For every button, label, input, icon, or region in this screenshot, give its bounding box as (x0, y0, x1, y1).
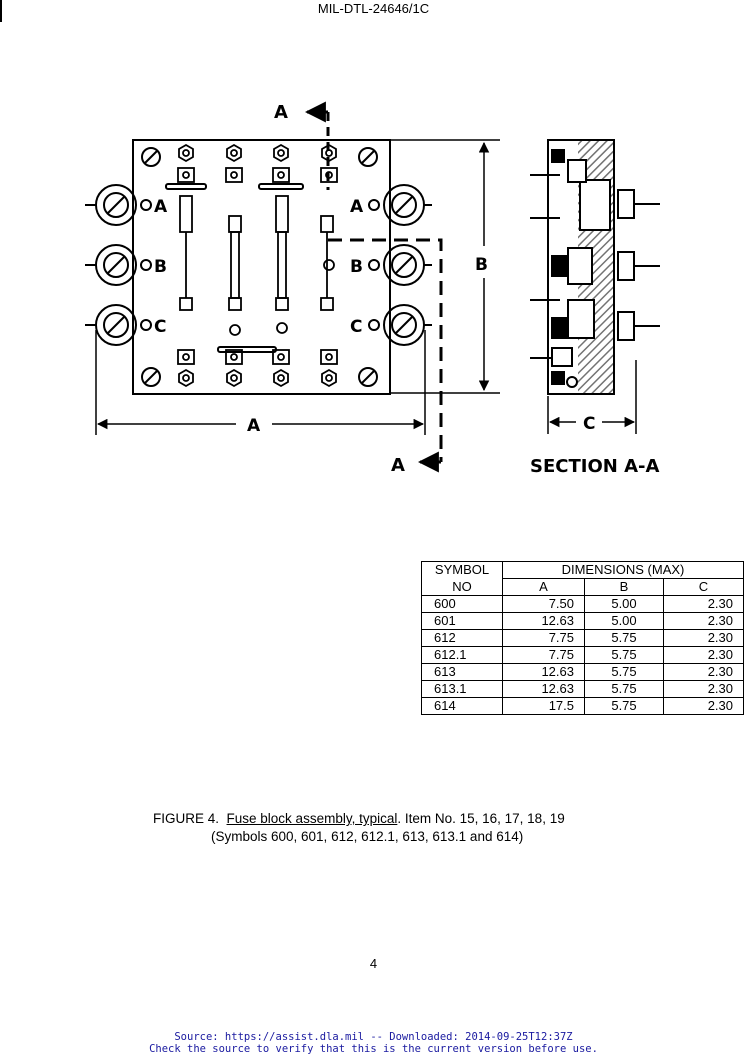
cell-a: 7.50 (502, 595, 585, 613)
dim-b-label: B (475, 255, 488, 275)
cell-b: 5.00 (584, 595, 664, 613)
table-header-c: C (663, 578, 744, 596)
dim-c-label: C (583, 414, 595, 434)
cell-symbol: 613.1 (421, 680, 503, 698)
cell-c: 2.30 (663, 663, 744, 681)
cell-a: 12.63 (502, 612, 585, 630)
lug-screws (140, 199, 380, 331)
table-header-a: A (502, 578, 585, 596)
figure-items: . Item No. 15, 16, 17, 18, 19 (397, 811, 565, 826)
bus-bars (165, 183, 304, 353)
cell-c: 2.30 (663, 646, 744, 664)
dim-a-label: A (247, 416, 261, 436)
table-header-no: NO (421, 578, 503, 596)
source-line-1: Source: https://assist.dla.mil -- Downlo… (174, 1031, 573, 1043)
section-title: SECTION A-A (530, 456, 659, 477)
page-edge-mark (0, 0, 2, 22)
cell-symbol: 612.1 (421, 646, 503, 664)
cell-b: 5.75 (584, 697, 664, 715)
cell-a: 12.63 (502, 680, 585, 698)
side-lugs (85, 184, 432, 346)
source-notice: Source: https://assist.dla.mil -- Downlo… (0, 1031, 747, 1055)
top-terminals (177, 143, 338, 183)
fuse-block-drawing: A B C A B C A A A B (85, 101, 660, 477)
cell-c: 2.30 (663, 680, 744, 698)
page-number: 4 (369, 956, 378, 971)
cell-b: 5.75 (584, 629, 664, 647)
figure-number: FIGURE 4. (153, 811, 220, 826)
terminal-label-right-a: A (350, 197, 364, 217)
cell-c: 2.30 (663, 629, 744, 647)
dimension-a (95, 330, 426, 435)
source-line-2: Check the source to verify that this is … (149, 1043, 598, 1055)
cell-symbol: 600 (421, 595, 503, 613)
dimension-b (390, 139, 500, 394)
terminal-label-left-a: A (154, 197, 168, 217)
section-cut-line (304, 101, 443, 473)
document-id: MIL-DTL-24646/1C (317, 1, 430, 16)
cell-b: 5.75 (584, 680, 664, 698)
cell-symbol: 613 (421, 663, 503, 681)
caption-symbols: (Symbols 600, 601, 612, 612.1, 613, 613.… (211, 829, 524, 844)
table-header-dims: DIMENSIONS (MAX) (502, 561, 744, 579)
section-view (530, 139, 660, 395)
cell-a: 17.5 (502, 697, 585, 715)
cell-symbol: 601 (421, 612, 503, 630)
figure-title: Fuse block assembly, typical (226, 811, 398, 826)
terminal-label-left-c: C (154, 317, 166, 337)
cell-c: 2.30 (663, 595, 744, 613)
block-outline (132, 139, 391, 395)
dimension-c (547, 360, 637, 434)
cut-label-bottom: A (391, 455, 405, 476)
cell-c: 2.30 (663, 612, 744, 630)
bottom-terminals (177, 349, 338, 388)
table-header-symbol: SYMBOL (421, 561, 503, 579)
table-header-b: B (584, 578, 664, 596)
terminal-label-left-b: B (154, 257, 167, 277)
fuse-links (179, 195, 335, 336)
cell-b: 5.75 (584, 663, 664, 681)
cell-symbol: 614 (421, 697, 503, 715)
cell-a: 7.75 (502, 646, 585, 664)
cell-symbol: 612 (421, 629, 503, 647)
cell-a: 7.75 (502, 629, 585, 647)
caption-line-1: FIGURE 4. Fuse block assembly, typical. … (153, 811, 565, 826)
cut-label-top: A (274, 102, 288, 123)
cell-c: 2.30 (663, 697, 744, 715)
corner-screws (141, 147, 378, 387)
cell-a: 12.63 (502, 663, 585, 681)
cell-b: 5.75 (584, 646, 664, 664)
terminal-label-right-b: B (350, 257, 363, 277)
terminal-label-right-c: C (350, 317, 362, 337)
cell-b: 5.00 (584, 612, 664, 630)
